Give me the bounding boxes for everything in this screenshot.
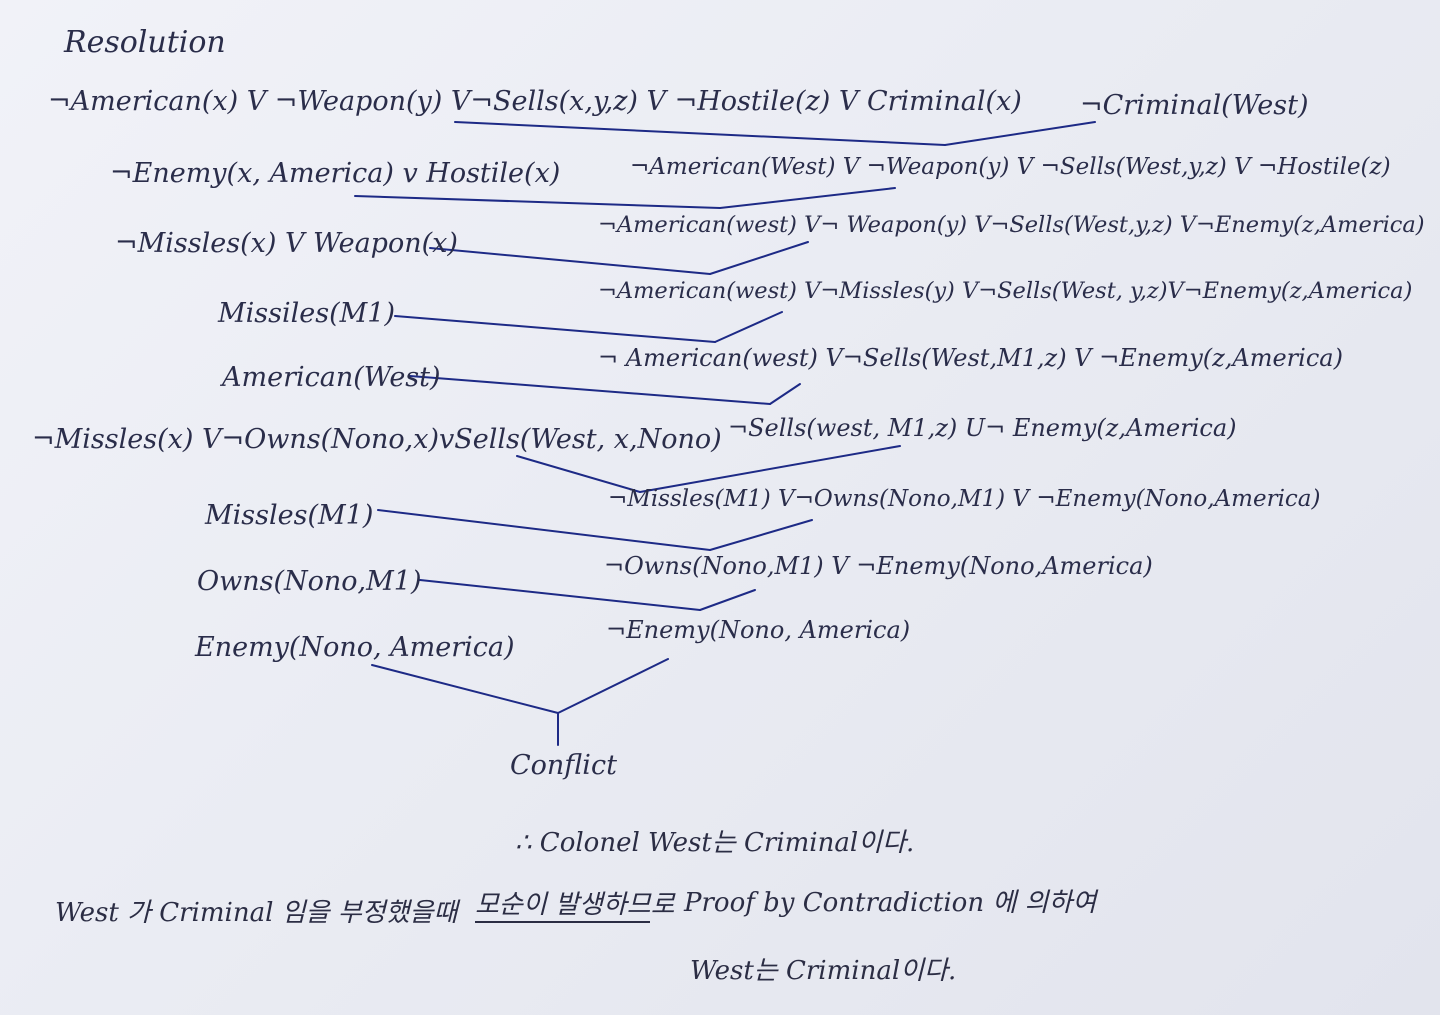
conflict-label: Conflict xyxy=(510,750,617,781)
goal-clause: ¬Criminal(West) xyxy=(1080,90,1309,121)
resolvent-7: ¬Owns(Nono,M1) V ¬Enemy(Nono,America) xyxy=(604,552,1153,580)
clause-5: American(West) xyxy=(222,362,441,393)
edge-res7-to-res8 xyxy=(699,589,756,611)
edge-res4-to-res5 xyxy=(769,383,801,405)
edge-res5-to-res6 xyxy=(639,445,901,493)
resolvent-1: ¬American(West) V ¬Weapon(y) V ¬Sells(We… xyxy=(630,154,1391,180)
edge-clause6-to-res6 xyxy=(516,455,641,493)
resolvent-4: ¬ American(west) V¬Sells(West,M1,z) V ¬E… xyxy=(598,344,1343,372)
edge-clause8-to-res8 xyxy=(419,579,701,611)
resolvent-6: ¬Missles(M1) V¬Owns(Nono,M1) V ¬Enemy(No… xyxy=(608,486,1321,512)
clause-8: Owns(Nono,M1) xyxy=(197,566,422,597)
edge-res8-to-conflict xyxy=(557,658,669,714)
page-title: Resolution xyxy=(64,25,226,60)
edge-clause2-to-res2 xyxy=(354,195,721,209)
edge-clause3-to-res3 xyxy=(429,247,711,275)
conclusion-line-1: ∴ Colonel West는 Criminal이다. xyxy=(515,828,915,858)
clause-2: ¬Enemy(x, America) v Hostile(x) xyxy=(110,158,561,189)
conclusion-line-2c: Proof by Contradiction 에 의하여 xyxy=(684,888,1097,918)
resolvent-8: ¬Enemy(Nono, America) xyxy=(606,616,911,644)
edge-clause5-to-res5 xyxy=(409,375,771,405)
clause-4: Missiles(M1) xyxy=(218,298,395,329)
clause-6: ¬Missles(x) V¬Owns(Nono,x)vSells(West, x… xyxy=(32,424,722,455)
resolvent-5: ¬Sells(west, M1,z) U¬ Enemy(z,America) xyxy=(728,414,1237,442)
edge-goal-to-res1 xyxy=(944,121,1096,146)
resolvent-3: ¬American(west) V¬Missles(y) V¬Sells(Wes… xyxy=(598,278,1413,304)
edge-clause7-to-res7 xyxy=(377,509,711,551)
edge-clause1-to-res1 xyxy=(454,121,946,146)
clause-9: Enemy(Nono, America) xyxy=(195,632,515,663)
resolvent-2: ¬American(west) V¬ Weapon(y) V¬Sells(Wes… xyxy=(598,212,1425,238)
clause-7: Missles(M1) xyxy=(205,500,374,531)
edge-clause4-to-res4 xyxy=(394,315,716,343)
edge-res1-to-res2 xyxy=(719,187,896,209)
conclusion-line-2a: West 가 Criminal 임을 부정했을때 xyxy=(55,898,458,928)
edge-res6-to-res7 xyxy=(709,519,813,551)
conclusion-line-2b: 모순이 발생하므로 xyxy=(475,890,675,920)
edge-clause9-to-conflict xyxy=(371,664,559,714)
edge-res3-to-res4 xyxy=(714,311,783,343)
edge-res2-to-res3 xyxy=(709,241,809,275)
clause-1: ¬American(x) V ¬Weapon(y) V¬Sells(x,y,z)… xyxy=(48,86,1022,117)
clause-3: ¬Missles(x) V Weapon(x) xyxy=(115,228,458,259)
conclusion-line-3: West는 Criminal이다. xyxy=(690,956,957,986)
